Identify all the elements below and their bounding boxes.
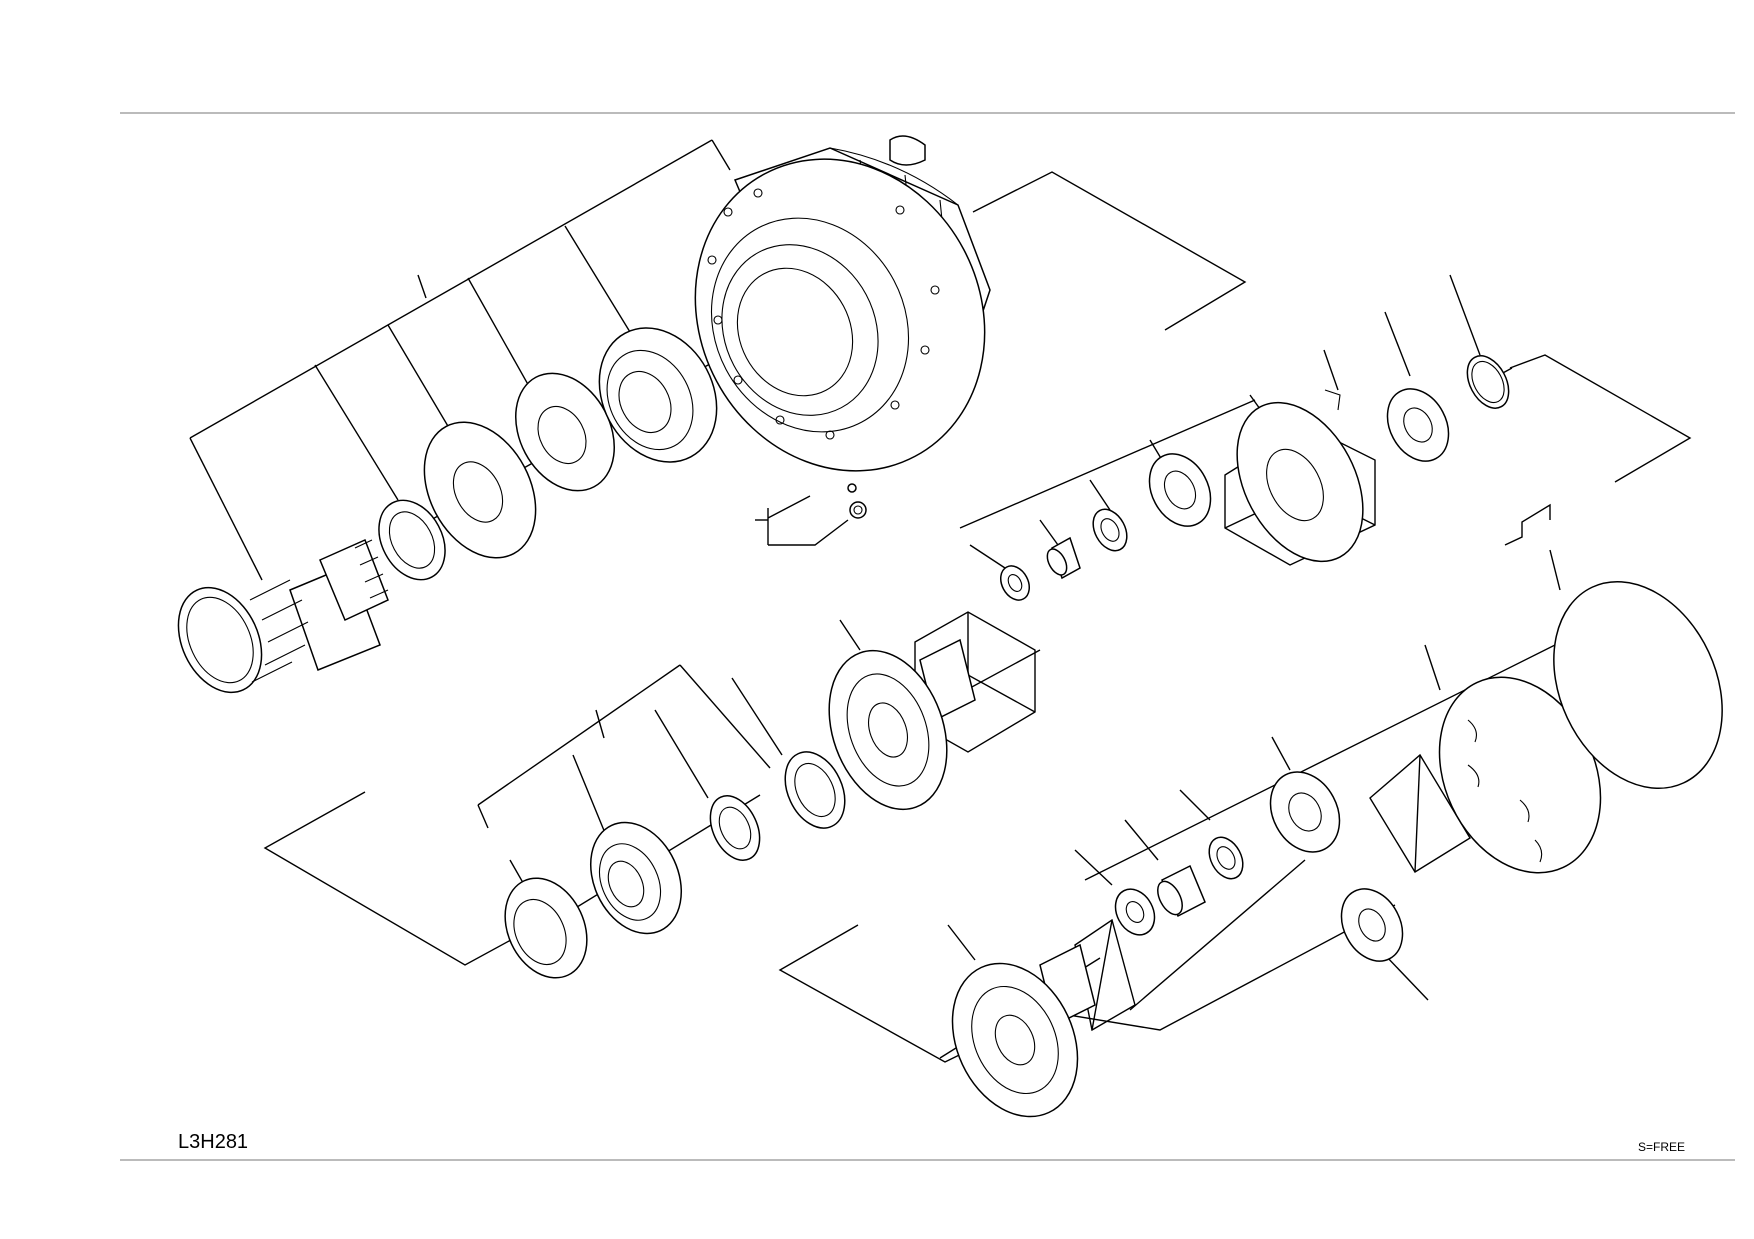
upper-planetary-parts <box>999 355 1510 601</box>
lower-carrier <box>951 943 1096 1118</box>
leader-lines <box>189 139 1692 1063</box>
ring-gear-assembly <box>1438 580 1723 874</box>
upper-carrier <box>828 638 976 811</box>
drawing-code: L3H281 <box>178 1131 249 1153</box>
frame-rules <box>120 112 1735 1161</box>
shaft-ring-stack <box>378 327 718 581</box>
lower-planetary-parts <box>1114 771 1404 962</box>
final-drive-housing <box>694 135 991 472</box>
drain-plug <box>847 483 867 519</box>
pinion-shaft <box>177 538 389 694</box>
lower-bearing-stack <box>504 751 846 979</box>
scale-note: S=FREE <box>1638 1140 1686 1154</box>
